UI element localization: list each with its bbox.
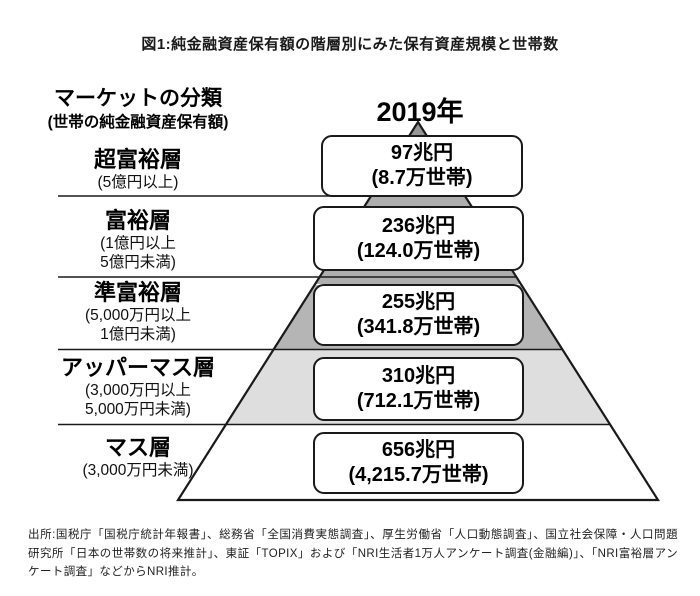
market-classification-label: マーケットの分類 <box>54 87 222 110</box>
tier-range: (3,000万円以上 <box>85 382 191 399</box>
tier-label-upper-mass: アッパーマス層 (3,000万円以上 5,000万円未満) <box>10 354 266 419</box>
tier-range: (5億円以上) <box>97 174 179 191</box>
tier-label-jun-fuyuso: 準富裕層 (5,000万円以上 1億円未満) <box>10 279 266 344</box>
tier-range: (5,000万円以上 <box>85 307 191 324</box>
tier-range: (1億円以上 <box>100 235 176 252</box>
tier-amount: 97兆円 <box>390 142 454 164</box>
value-box-cho-fuyuso: 97兆円 (8.7万世帯) <box>321 135 523 197</box>
market-classification-header: マーケットの分類 (世帯の純金融資産保有額) <box>10 86 266 133</box>
value-box-jun-fuyuso: 255兆円 (341.8万世帯) <box>313 284 524 346</box>
value-box-fuyuso: 236兆円 (124.0万世帯) <box>313 206 524 271</box>
tier-households: (341.8万世帯) <box>356 316 481 338</box>
value-box-upper-mass: 310兆円 (712.1万世帯) <box>313 357 524 421</box>
tier-label-fuyuso: 富裕層 (1億円以上 5億円未満) <box>10 207 266 272</box>
source-note: 出所:国税庁「国税庁統計年報書」、総務省「全国消費実態調査」、厚生労働省「人口動… <box>28 529 678 578</box>
tier-amount: 310兆円 <box>381 365 456 387</box>
tier-name: マス層 <box>104 435 171 460</box>
tier1-tier2-gap-band <box>365 196 471 206</box>
year-label: 2019年 <box>376 97 464 127</box>
tier-name: アッパーマス層 <box>60 355 215 380</box>
tier-households: (4,215.7万世帯) <box>348 464 489 486</box>
figure-title: 図1:純金融資産保有額の階層別にみた保有資産規模と世帯数 <box>141 36 559 53</box>
tier-range: 5,000万円未満) <box>85 401 191 418</box>
tier-label-mass: マス層 (3,000万円未満) <box>10 434 266 480</box>
value-box-mass: 656兆円 (4,215.7万世帯) <box>313 432 524 494</box>
pyramid-outline <box>175 119 661 502</box>
tier-amount: 236兆円 <box>381 214 456 237</box>
tier-households: (712.1万世帯) <box>356 390 481 412</box>
tier-amount: 656兆円 <box>381 439 456 461</box>
market-classification-sublabel: (世帯の純金融資産保有額) <box>47 114 229 131</box>
tier-name: 超富裕層 <box>93 147 182 172</box>
tier-amount: 255兆円 <box>381 291 456 313</box>
tier-range: (3,000万円未満) <box>82 462 194 479</box>
tier-name: 準富裕層 <box>93 280 182 305</box>
tier-range: 1億円未満) <box>100 326 176 343</box>
tier-households: (124.0万世帯) <box>356 239 481 262</box>
tier-name: 富裕層 <box>104 208 171 233</box>
tier-label-cho-fuyuso: 超富裕層 (5億円以上) <box>10 146 266 192</box>
tier-range: 5億円未満) <box>100 254 176 271</box>
tier-households: (8.7万世帯) <box>371 167 473 189</box>
